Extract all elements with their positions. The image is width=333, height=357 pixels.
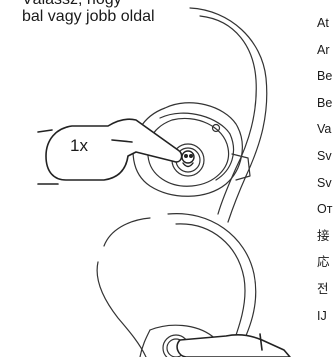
- language-item: Be: [317, 69, 333, 84]
- language-item: Va: [317, 122, 332, 137]
- language-item: Ar: [317, 42, 330, 57]
- skull-logo-icon: [181, 150, 195, 168]
- language-item: 전: [317, 281, 329, 296]
- language-item: Sv: [317, 148, 332, 163]
- language-item: Oт: [317, 202, 333, 217]
- language-item: 応: [317, 255, 330, 270]
- language-item: At: [317, 16, 329, 30]
- language-item: IJ: [317, 308, 327, 323]
- press-count-label: 1x: [70, 136, 88, 155]
- language-item: Sv: [317, 175, 332, 190]
- earbud-top-icon: [132, 7, 268, 223]
- heading-line-2: bal vagy jobb oldal: [22, 8, 155, 25]
- hand-top-icon: [37, 118, 183, 185]
- heading-line-1: Válassz, hogy: [22, 0, 155, 8]
- instruction-heading: Válassz, hogy bal vagy jobb oldal: [22, 0, 155, 25]
- language-item: 接: [317, 228, 330, 243]
- hand-bottom-icon: [176, 333, 291, 357]
- language-item: Be: [317, 95, 333, 110]
- language-column: At Ar Be Be Va Sv Sv Oт 接 応 전 IJ: [317, 0, 333, 357]
